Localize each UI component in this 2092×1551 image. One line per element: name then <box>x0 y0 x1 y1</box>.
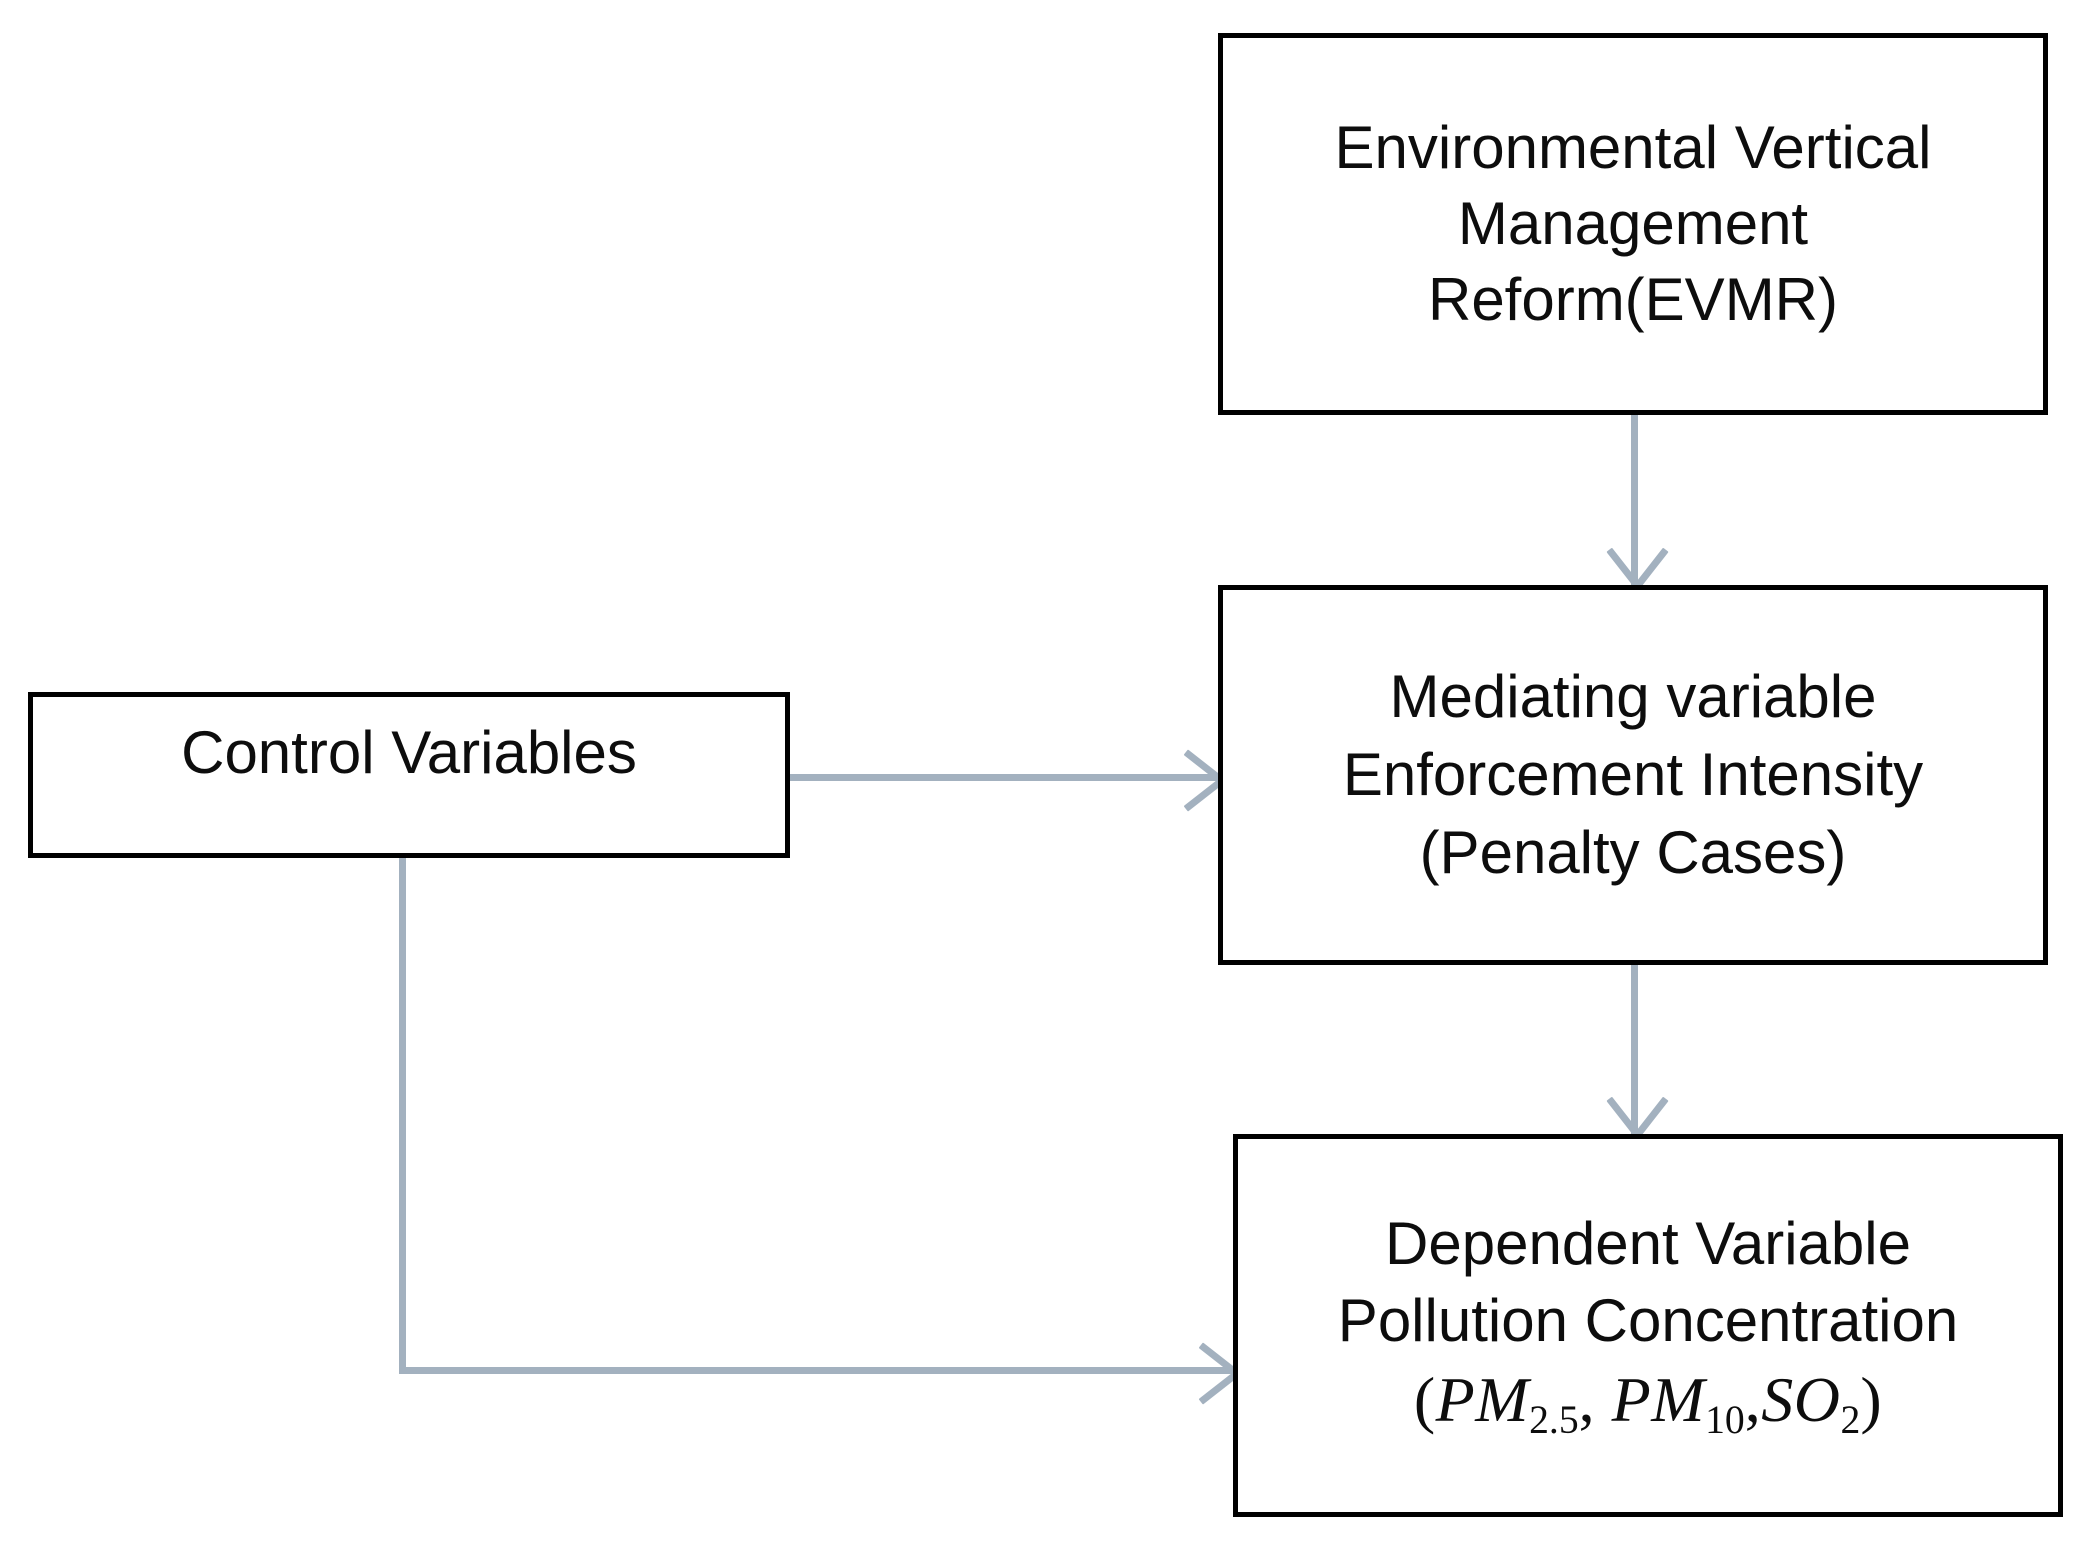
connector-control-to-dependent-horizontal-segment <box>399 1367 1237 1374</box>
formula-open-paren: ( <box>1413 1364 1436 1436</box>
node-evmr-line-3: Reform(EVMR) <box>1427 266 1838 334</box>
node-evmr-line-2: Management <box>1457 189 1809 257</box>
formula-term-2-subscript: 10 <box>1705 1398 1745 1443</box>
connector-control-to-mediator <box>790 774 1222 781</box>
node-environmental-vertical-management-reform[interactable]: Environmental Vertical Management Reform… <box>1218 33 2048 415</box>
node-dependent-variable-pollution-concentration[interactable]: Dependent Variable Pollution Concentrati… <box>1233 1134 2063 1517</box>
node-evmr-line-1: Environmental Vertical <box>1334 113 1932 181</box>
node-dependent-line-1: Dependent Variable <box>1385 1209 1911 1277</box>
formula-term-3-symbol: SO <box>1761 1364 1841 1436</box>
formula-term-1-subscript: 2.5 <box>1529 1398 1579 1443</box>
node-dependent-line-2: Pollution Concentration <box>1337 1286 1959 1354</box>
formula-term-1-symbol: PM <box>1435 1364 1530 1436</box>
formula-close-paren: ) <box>1860 1364 1883 1436</box>
node-control-variables[interactable]: Control Variables <box>28 692 790 858</box>
formula-term-3-subscript: 2 <box>1840 1398 1861 1443</box>
node-control-label: Control Variables <box>181 719 637 786</box>
connector-control-to-dependent-vertical-segment <box>399 858 406 1374</box>
connector-evmr-to-mediator <box>1631 415 1638 585</box>
node-mediating-variable-enforcement-intensity[interactable]: Mediating variable Enforcement Intensity… <box>1218 585 2048 965</box>
formula-term-2-symbol: PM <box>1611 1364 1706 1436</box>
formula-term-1-separator: , <box>1578 1364 1612 1436</box>
formula-term-2-separator: , <box>1744 1364 1762 1436</box>
node-dependent-pollutant-formula: (PM2.5, PM10,SO2) <box>1414 1359 1882 1446</box>
connector-mediator-to-dependent <box>1631 965 1638 1134</box>
node-mediator-line-2: Enforcement Intensity <box>1342 741 1924 808</box>
node-mediator-line-1: Mediating variable <box>1389 663 1877 730</box>
node-mediator-line-3: (Penalty Cases) <box>1419 819 1847 886</box>
